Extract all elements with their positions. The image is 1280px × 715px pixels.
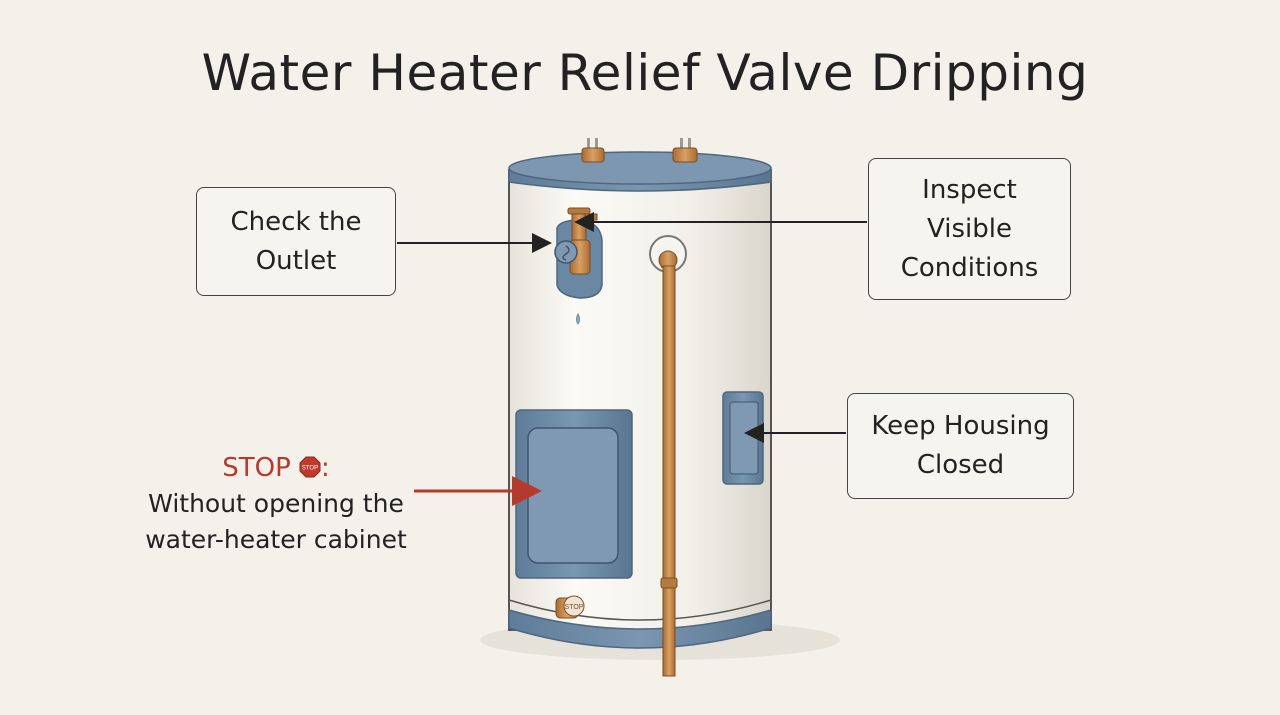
callout-line: Keep Housing — [871, 411, 1050, 441]
callout-check-outlet: Check the Outlet — [196, 187, 396, 296]
callout-line: Visible — [927, 213, 1012, 244]
stop-sign-text: STOP — [302, 466, 318, 472]
stop-warning: STOP STOP : Without opening the water-he… — [130, 450, 422, 558]
stop-colon: : — [321, 453, 330, 483]
callout-inspect-conditions: Inspect Visible Conditions — [868, 158, 1071, 300]
drain-valve-label: STOP — [565, 604, 584, 611]
drain-valve: STOP — [555, 595, 585, 619]
page-title: Water Heater Relief Valve Dripping — [201, 44, 1089, 102]
side-housing-panel — [722, 391, 764, 485]
stop-detail-line: water-heater cabinet — [145, 525, 407, 554]
lower-access-panel — [515, 409, 633, 579]
stop-detail-line: Without opening the — [148, 489, 404, 518]
callout-line: Outlet — [255, 245, 337, 276]
tank-top-cap — [508, 151, 772, 192]
callout-line: Inspect — [922, 174, 1017, 205]
callout-line: Closed — [916, 450, 1005, 480]
callout-line: Check the — [230, 206, 362, 237]
relief-valve — [554, 207, 603, 325]
stop-sign-icon: STOP — [299, 456, 321, 478]
stop-label: STOP — [222, 453, 291, 483]
discharge-pipe — [649, 235, 687, 677]
callout-keep-housing-closed: Keep Housing Closed — [847, 393, 1074, 499]
stop-heading: STOP STOP : — [130, 450, 422, 486]
callout-line: Conditions — [900, 252, 1039, 283]
top-pipe-fittings — [581, 138, 698, 163]
